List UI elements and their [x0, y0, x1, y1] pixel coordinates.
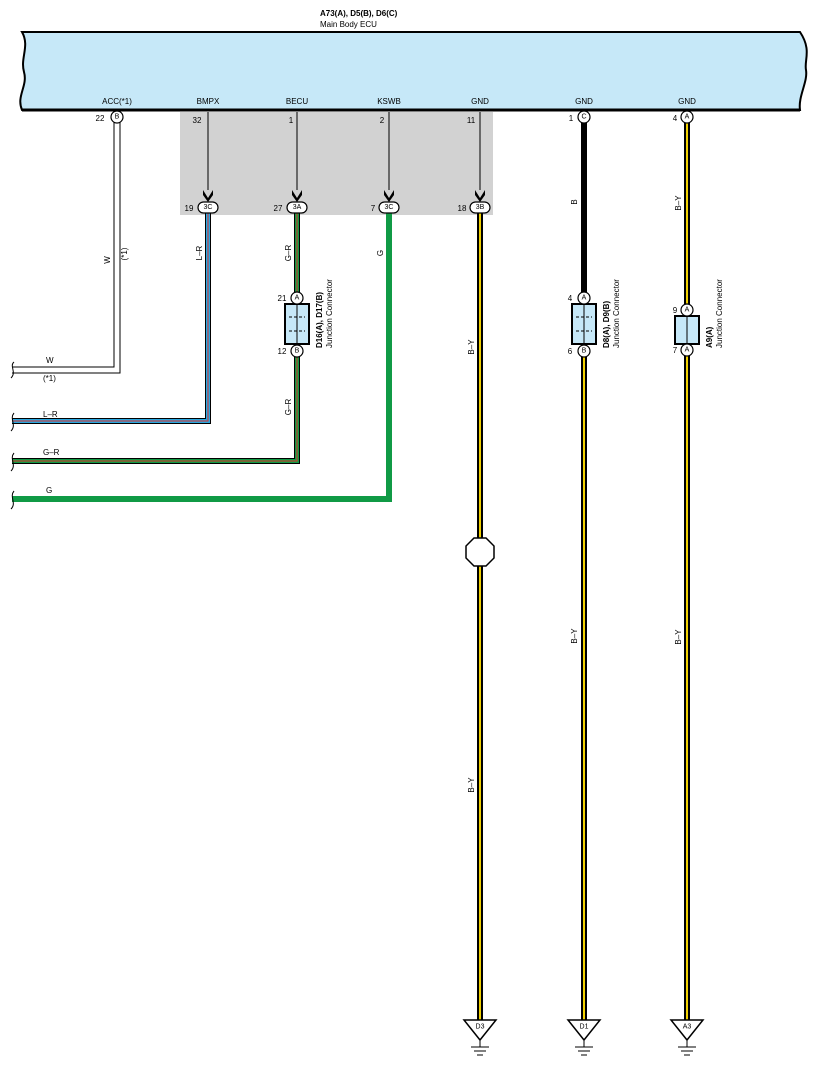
svg-text:3B: 3B [476, 204, 485, 211]
svg-text:21: 21 [278, 294, 287, 303]
ground-d3: D3 [462, 1019, 498, 1056]
pin-name-gnd-1: GND [471, 97, 489, 106]
inline-leads [207, 112, 481, 190]
left-label-g: G [46, 486, 52, 495]
svg-text:A3: A3 [683, 1024, 692, 1031]
left-label-note: (*1) [43, 374, 56, 383]
pin-number-gnd-3: 4 [673, 114, 678, 123]
svg-text:A: A [685, 347, 690, 354]
pin-name-gnd-3: GND [678, 97, 696, 106]
left-label-w: W [46, 356, 54, 365]
junction-connector-d8-d9: A B 4 6 [568, 291, 597, 358]
svg-text:4: 4 [568, 294, 573, 303]
pin-number-kswb: 2 [380, 116, 385, 125]
wire-break-marks [10, 361, 15, 510]
wire-label-g: G [376, 250, 385, 256]
wire-label-l-r: L–R [195, 245, 204, 260]
left-label-g-r: G–R [43, 448, 60, 457]
svg-text:7: 7 [673, 346, 678, 355]
pin-number-gnd-1: 11 [467, 116, 476, 125]
wire-label-b: B [570, 199, 579, 204]
svg-text:B: B [295, 348, 300, 355]
inline-connector-2: 3A 27 [274, 190, 308, 214]
svg-text:3A: 3A [293, 204, 302, 211]
svg-text:18: 18 [458, 204, 467, 213]
junction-name-a9: A9(A) [705, 326, 714, 348]
svg-text:3C: 3C [385, 204, 394, 211]
svg-text:C: C [581, 114, 586, 121]
ground-a3: A3 [669, 1019, 705, 1056]
junction-desc-d8-d9: Junction Connector [612, 279, 621, 348]
splice-point [465, 537, 495, 567]
junction-desc-d16-d17: Junction Connector [325, 279, 334, 348]
svg-text:A: A [582, 295, 587, 302]
inline-connector-4: 3B 18 [458, 190, 491, 214]
svg-text:A: A [295, 295, 300, 302]
svg-text:6: 6 [568, 347, 573, 356]
pin-number-bmpx: 32 [193, 116, 202, 125]
pin-number-becu: 1 [289, 116, 294, 125]
wire-label-b-y-2: B–Y [467, 777, 476, 793]
inline-connector-3: 3C 7 [371, 190, 400, 214]
svg-text:27: 27 [274, 204, 283, 213]
svg-text:D1: D1 [580, 1024, 589, 1031]
svg-text:A: A [685, 114, 690, 121]
pin-name-acc: ACC(*1) [102, 97, 132, 106]
svg-text:19: 19 [185, 204, 194, 213]
svg-text:3C: 3C [204, 204, 213, 211]
ground-d1: D1 [566, 1019, 602, 1056]
pin-name-gnd-2: GND [575, 97, 593, 106]
svg-text:7: 7 [371, 204, 376, 213]
pin-number-acc: 22 [96, 114, 105, 123]
svg-text:B: B [582, 348, 587, 355]
inline-connector-area [180, 112, 493, 215]
wire-label-g-r-upper: G–R [284, 245, 293, 262]
wire-label-g-r-lower: G–R [284, 399, 293, 416]
wire-label-b-y-4: B–Y [674, 195, 683, 211]
ecu-connector-b: B [110, 110, 124, 124]
left-label-l-r: L–R [43, 410, 58, 419]
svg-text:B: B [115, 114, 120, 121]
wire-g [12, 213, 392, 502]
junction-desc-a9: Junction Connector [715, 279, 724, 348]
wire-label-b-y-5: B–Y [674, 629, 683, 645]
wire-label-w: W [103, 256, 112, 264]
pin-name-bmpx: BMPX [197, 97, 220, 106]
junction-connector-a9: A A 9 7 [673, 303, 700, 357]
inline-connector-1: 3C 19 [185, 190, 219, 214]
wire-w [12, 122, 121, 374]
svg-text:9: 9 [673, 306, 678, 315]
wire-g-r-lower [12, 357, 300, 464]
wire-label-acc-note: (*1) [120, 247, 129, 260]
junction-connector-d16-d17: A B 21 12 [278, 291, 310, 358]
junction-name-d8-d9: D8(A), D9(B) [602, 301, 611, 348]
wire-label-b-y-3: B–Y [570, 628, 579, 644]
pin-name-kswb: KSWB [377, 97, 401, 106]
ecu-connector-c: C [577, 110, 591, 124]
pin-number-gnd-2: 1 [569, 114, 574, 123]
pin-name-becu: BECU [286, 97, 308, 106]
ecu-connector-a: A [680, 110, 694, 124]
svg-text:12: 12 [278, 347, 287, 356]
junction-name-d16-d17: D16(A), D17(B) [315, 292, 324, 348]
wire-l-r [12, 213, 211, 424]
svg-text:D3: D3 [476, 1024, 485, 1031]
svg-text:A: A [685, 307, 690, 314]
ecu-subtitle: Main Body ECU [320, 20, 377, 29]
ecu-title: A73(A), D5(B), D6(C) [320, 9, 398, 18]
wire-label-b-y-1: B–Y [467, 339, 476, 355]
